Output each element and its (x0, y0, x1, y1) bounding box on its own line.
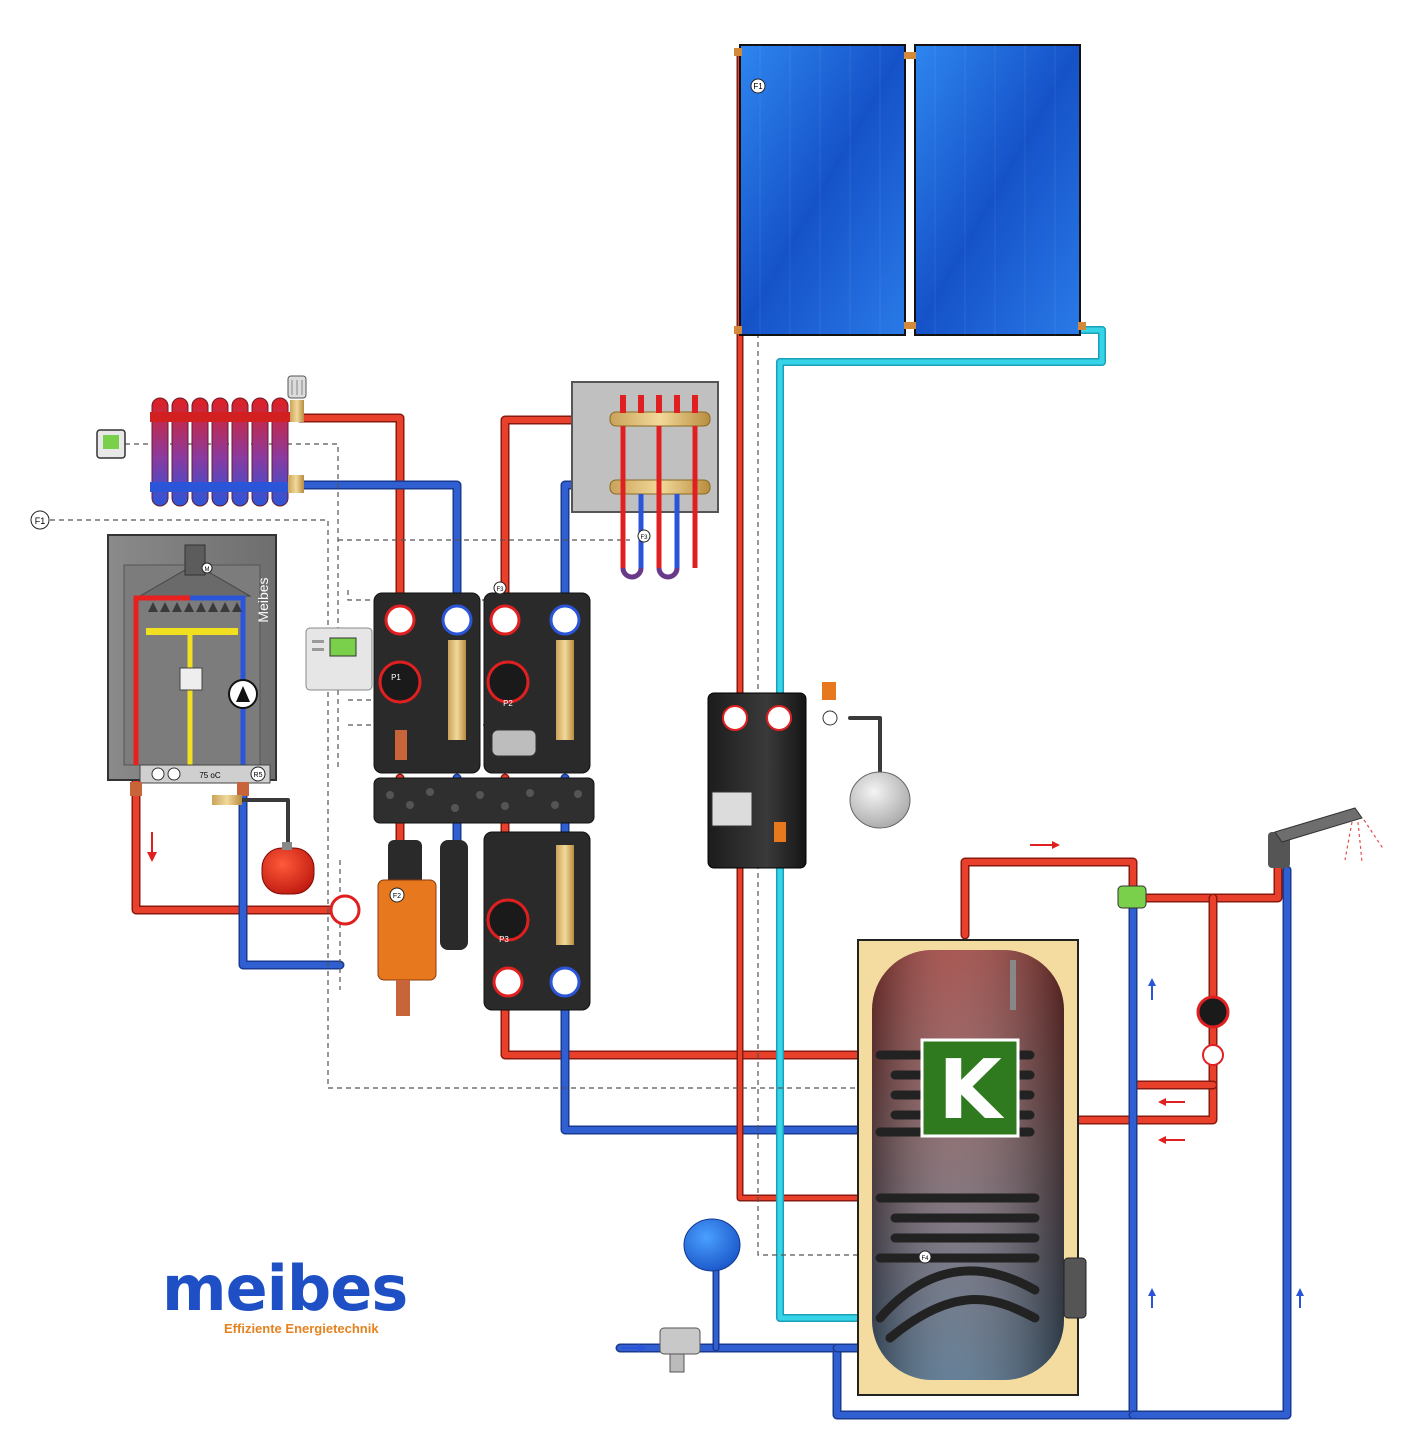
controller-icon (305, 627, 373, 691)
thermostat-icon (287, 375, 307, 493)
pipework (131, 48, 1292, 1420)
collector-sensor-marker (750, 78, 766, 94)
pump-group-radiator: P1 (373, 592, 481, 774)
dhw-expansion-vessel-icon (683, 1218, 741, 1272)
pump-3-label: P3 (499, 935, 509, 944)
pump-icon (486, 898, 530, 942)
pump-2-label: P2 (503, 699, 513, 708)
upper-sensor-label: F3 (496, 587, 504, 593)
expansion-vessel-icon (261, 842, 315, 895)
boiler-sensor-label: R5 (254, 772, 263, 779)
solar-collectors: F1 (734, 44, 1086, 336)
faucet-icon (1268, 807, 1385, 868)
separator-sensor-label: F2 (393, 893, 401, 900)
floor-manifold: F3 (571, 381, 719, 580)
floor-sensor-label: F3 (640, 535, 648, 541)
tank-badge-letter: K (938, 1043, 1005, 1138)
solar-pump-station (707, 682, 838, 869)
radiator-icon (150, 397, 290, 507)
outdoor-sensor-label: F1 (35, 516, 46, 526)
hydraulic-separator: F2 (329, 840, 468, 1016)
boiler-display-temp: 75 oC (199, 771, 221, 780)
dhw-storage-tank: F4 (857, 939, 1087, 1396)
gas-boiler: M Meibes 75 oC R5 (107, 534, 277, 805)
brand-logo-text: meibes (162, 1252, 407, 1325)
outdoor-sensor-marker (30, 510, 50, 530)
boiler-brand-label: Meibes (255, 577, 271, 622)
manifold-texture (386, 788, 582, 812)
pump-1-label: P1 (391, 673, 401, 682)
pump-icon (378, 660, 422, 704)
tank-badge: K (920, 1038, 1020, 1138)
tank-sensor-label: F4 (921, 1256, 929, 1262)
distribution-manifold (373, 777, 595, 824)
circulation-pump-icon (1117, 885, 1230, 1066)
solar-expansion-vessel-icon (849, 771, 911, 829)
boiler-motor-label: M (205, 567, 210, 573)
room-thermostat-icon (96, 429, 126, 459)
pump-icon (486, 660, 530, 704)
pump-group-tank: P3 (483, 831, 591, 1011)
flow-arrows (622, 841, 1304, 1352)
brand-tagline: Effiziente Energietechnik (224, 1321, 379, 1336)
pump-group-floor: P2 F3 (483, 581, 591, 774)
collector-sensor-label: F1 (753, 82, 763, 91)
brand-logo: meibes Effiziente Energietechnik (162, 1252, 408, 1336)
safety-valve-group (659, 1327, 701, 1373)
